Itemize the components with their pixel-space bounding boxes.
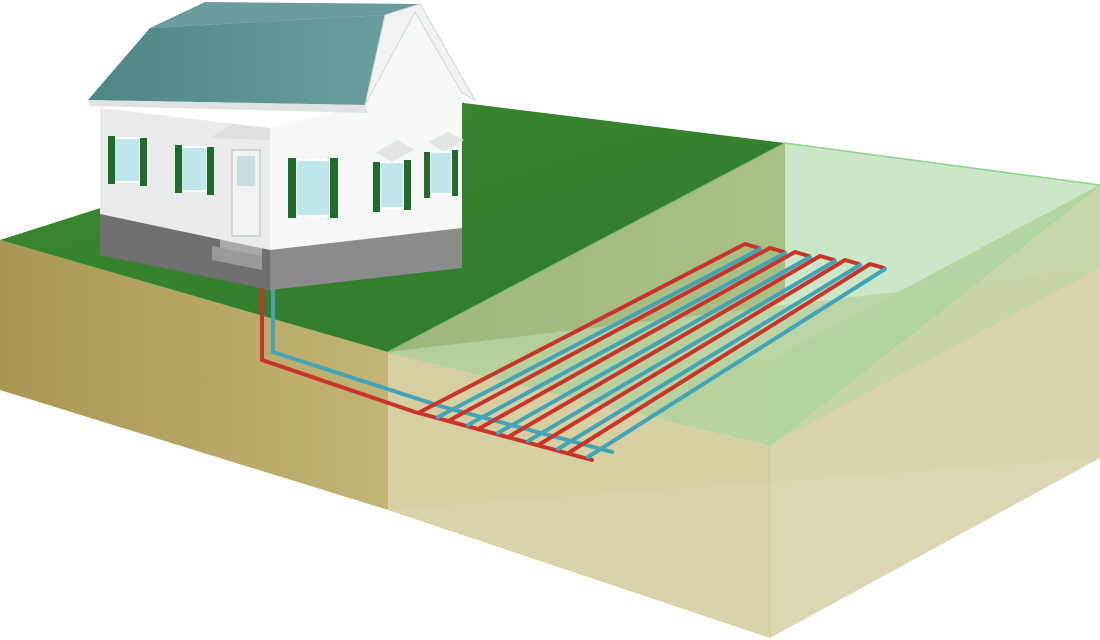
loop-pipe-supply	[418, 242, 761, 414]
house-icon	[88, 2, 477, 290]
glass-soil-face	[388, 352, 770, 638]
loop-pipe-return	[466, 251, 787, 427]
loop-pipe-return	[556, 263, 862, 451]
loop-pipe-return	[586, 267, 887, 459]
loop-pipe-return	[436, 247, 762, 419]
loop-pipe-supply	[568, 262, 886, 454]
loop-pipe-supply	[508, 254, 836, 438]
glass-soil-right	[770, 185, 1100, 638]
loop-pipe-return	[526, 259, 837, 443]
supply-header-pipe	[260, 268, 594, 462]
loop-pipe-supply	[448, 246, 786, 422]
loop-pipe-supply	[478, 250, 811, 430]
loop-pipe-supply	[538, 258, 861, 446]
soil-front-face	[0, 240, 388, 510]
ground-loop-pipes	[260, 242, 887, 462]
loop-pipe-return	[496, 255, 812, 435]
